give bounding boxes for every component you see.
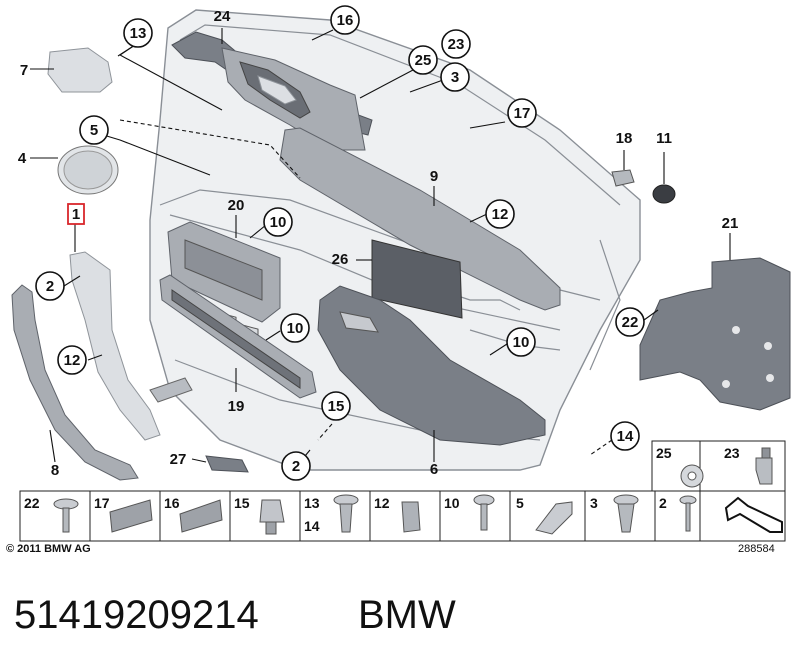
legend-label-15: 15: [234, 495, 250, 511]
cover-5-icon: [535, 501, 573, 535]
legend-label-17: 17: [94, 495, 110, 511]
svg-text:2: 2: [292, 458, 300, 475]
callout-2-b: 2: [281, 451, 311, 481]
legend-label-16: 16: [164, 495, 180, 511]
svg-text:2: 2: [46, 278, 54, 295]
callout-5: 5: [79, 115, 109, 145]
label-6: 6: [430, 461, 438, 478]
callout-15: 15: [321, 391, 351, 421]
legend-label-22: 22: [24, 495, 40, 511]
svg-text:10: 10: [287, 320, 304, 337]
svg-text:23: 23: [448, 36, 465, 53]
legend-label-12: 12: [374, 495, 390, 511]
bracket-27: [205, 455, 249, 473]
label-8: 8: [51, 462, 59, 479]
svg-text:16: 16: [337, 12, 354, 29]
label-21: 21: [722, 215, 739, 232]
rivet-13-icon: [333, 494, 359, 533]
clip-12-icon: [401, 501, 421, 533]
callout-13: 13: [123, 18, 153, 48]
legend-row: 22 17 16 15 13 14 12 10 5 3 2: [19, 490, 786, 542]
expanding-rivet-3-icon: [613, 494, 639, 533]
callout-12-b: 12: [57, 345, 87, 375]
callout-12-a: 12: [485, 199, 515, 229]
svg-text:12: 12: [64, 352, 81, 369]
legend-top: 25 23: [651, 440, 786, 492]
screw-2-icon: [679, 495, 697, 532]
legend-label-14: 14: [304, 518, 320, 534]
part-number: 51419209214: [14, 593, 259, 637]
brand-name: BMW: [358, 593, 456, 637]
label-1-highlighted: 1: [67, 203, 85, 225]
callout-14: 14: [610, 421, 640, 451]
callout-3: 3: [440, 62, 470, 92]
svg-text:3: 3: [451, 69, 459, 86]
screw-10-icon: [473, 494, 495, 531]
callout-23: 23: [441, 29, 471, 59]
expanding-nut-15-icon: [259, 499, 285, 535]
copyright-text: © 2011 BMW AG: [6, 543, 91, 555]
svg-text:25: 25: [415, 52, 432, 69]
screw-22-icon: [53, 498, 79, 533]
callout-10-c: 10: [506, 327, 536, 357]
legend-label-3: 3: [590, 495, 598, 511]
svg-text:14: 14: [617, 428, 634, 445]
map-pocket-carrier: [159, 274, 317, 399]
cover-cap: [47, 47, 113, 93]
clip-23-icon: [755, 447, 773, 485]
label-24: 24: [214, 8, 231, 25]
clip-18: [611, 169, 635, 187]
pillar-trim: [69, 251, 193, 441]
svg-text:20: 20: [228, 197, 245, 214]
label-7: 7: [20, 62, 28, 79]
svg-text:1: 1: [72, 206, 80, 223]
star-washer-icon: [680, 464, 704, 488]
plug-11: [652, 184, 676, 204]
legend-label-13: 13: [304, 495, 320, 511]
svg-text:10: 10: [513, 334, 530, 351]
trim-clip-17-icon: [109, 499, 153, 533]
svg-text:10: 10: [270, 214, 287, 231]
callout-22: 22: [615, 307, 645, 337]
image-number: 288584: [738, 543, 775, 555]
svg-text:13: 13: [130, 25, 147, 42]
label-9: 9: [430, 168, 438, 185]
callout-10-b: 10: [280, 313, 310, 343]
legend-label-5: 5: [516, 495, 524, 511]
callout-17: 17: [507, 98, 537, 128]
callout-10-a: 10: [263, 207, 293, 237]
svg-text:5: 5: [90, 122, 98, 139]
armrest-trim: [279, 127, 561, 311]
insulation-block: [639, 257, 791, 411]
label-26: 26: [332, 251, 349, 268]
grab-handle: [11, 284, 139, 481]
svg-text:22: 22: [622, 314, 639, 331]
svg-text:17: 17: [514, 105, 531, 122]
callout-20: 20: [228, 197, 245, 214]
legend-label-2: 2: [659, 495, 667, 511]
label-4: 4: [18, 150, 27, 167]
door-handle-assembly: [221, 47, 366, 151]
label-19: 19: [228, 398, 245, 415]
label-27: 27: [170, 451, 187, 468]
legend-label-10: 10: [444, 495, 460, 511]
callout-2-a: 2: [35, 271, 65, 301]
callout-16: 16: [330, 5, 360, 35]
label-18: 18: [616, 130, 633, 147]
bmw-symbol-icon: [724, 496, 783, 533]
legend-top-25: 25: [656, 445, 672, 461]
trim-clip-16-icon: [179, 499, 223, 533]
lower-trim-panel: [317, 285, 546, 446]
speaker-cover: [371, 239, 463, 319]
legend-top-23: 23: [724, 445, 740, 461]
svg-text:12: 12: [492, 206, 509, 223]
callout-25: 25: [408, 45, 438, 75]
speaker-grille: [57, 145, 119, 195]
label-11: 11: [656, 130, 672, 147]
svg-text:15: 15: [328, 398, 345, 415]
